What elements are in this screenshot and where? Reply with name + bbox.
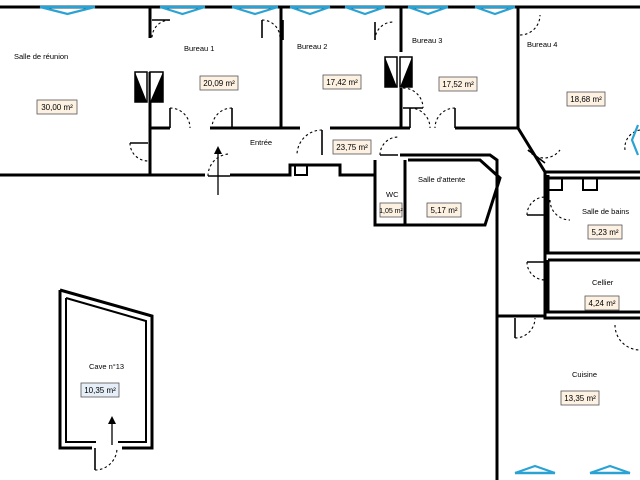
window-icon	[514, 464, 556, 475]
room-name-bureau1: Bureau 1	[184, 44, 214, 53]
area-badge-bureau2: 17,42 m²	[322, 74, 362, 90]
room-name-cellier: Cellier	[592, 278, 614, 287]
area-badge-cellier: 4,24 m²	[584, 295, 620, 311]
svg-text:10,35 m²: 10,35 m²	[84, 386, 116, 395]
room-name-cuisine: Cuisine	[572, 370, 597, 379]
area-badge-cuisine: 13,35 m²	[560, 390, 600, 406]
room-labels: Salle de réunion Bureau 1 Bureau 2 Burea…	[14, 36, 629, 379]
window-icon	[289, 5, 331, 16]
windows	[39, 5, 640, 475]
room-name-bureau3: Bureau 3	[412, 36, 442, 45]
svg-text:20,09 m²: 20,09 m²	[203, 79, 235, 88]
area-badge-bureau3: 17,52 m²	[438, 76, 478, 92]
stairs	[134, 56, 413, 103]
doors	[94, 14, 640, 471]
room-name-bureau2: Bureau 2	[297, 42, 327, 51]
svg-text:5,23 m²: 5,23 m²	[591, 228, 618, 237]
area-badge-wc: 1,05 m²	[379, 202, 404, 218]
room-name-attente: Salle d'attente	[418, 175, 465, 184]
area-badge-cave: 10,35 m²	[80, 382, 120, 398]
svg-text:23,75 m²: 23,75 m²	[336, 143, 368, 152]
area-badge-bureau4: 18,68 m²	[566, 91, 606, 107]
svg-text:1,05 m²: 1,05 m²	[379, 208, 403, 215]
room-name-bains: Salle de bains	[582, 207, 629, 216]
svg-text:17,42 m²: 17,42 m²	[326, 78, 358, 87]
svg-text:4,24 m²: 4,24 m²	[588, 299, 615, 308]
area-badge-entree: 23,75 m²	[332, 139, 372, 155]
area-badge-bains: 5,23 m²	[587, 224, 623, 240]
svg-text:5,17 m²: 5,17 m²	[430, 206, 457, 215]
room-name-cave: Cave n°13	[89, 362, 124, 371]
window-icon	[39, 5, 96, 16]
window-icon	[407, 5, 449, 16]
room-name-bureau4: Bureau 4	[527, 40, 557, 49]
area-badge-bureau1: 20,09 m²	[199, 75, 239, 91]
entry-arrows	[108, 146, 222, 445]
room-name-wc: WC	[386, 190, 399, 199]
window-icon	[159, 5, 206, 16]
svg-text:30,00 m²: 30,00 m²	[41, 103, 73, 112]
room-name-entree: Entrée	[250, 138, 272, 147]
interior-details	[294, 164, 598, 191]
room-name-reunion: Salle de réunion	[14, 52, 68, 61]
window-icon	[589, 464, 631, 475]
svg-text:18,68 m²: 18,68 m²	[570, 95, 602, 104]
window-icon	[630, 124, 640, 156]
window-icon	[344, 5, 386, 16]
area-badge-reunion: 30,00 m²	[36, 99, 78, 115]
svg-text:17,52 m²: 17,52 m²	[442, 80, 474, 89]
area-badges: 30,00 m² 20,09 m² 17,42 m² 17,52 m² 18,6…	[36, 74, 623, 406]
window-icon	[231, 5, 279, 16]
cave-outline	[58, 288, 154, 450]
window-icon	[474, 5, 516, 16]
walls	[0, 5, 640, 480]
svg-text:13,35 m²: 13,35 m²	[564, 394, 596, 403]
area-badge-attente: 5,17 m²	[426, 202, 462, 218]
